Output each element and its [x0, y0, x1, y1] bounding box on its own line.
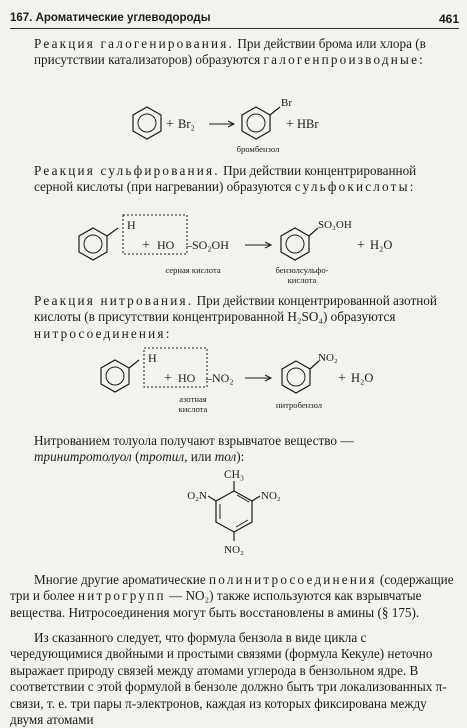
trinitrotoluene-name: тринитротолуол: [34, 449, 132, 465]
plus-sign: +: [142, 238, 150, 253]
halogenation-paragraph: Реакция галогенирования. При действии бр…: [34, 36, 426, 68]
bromine-reagent: Br₂: [178, 117, 195, 131]
plus-sign: +: [338, 371, 346, 386]
plus-sign: +: [286, 117, 294, 132]
benzene-ring: [132, 106, 162, 140]
water-product: H₂O: [370, 238, 392, 252]
tnt-paragraph: Нитрованием толуола получают взрывчатое …: [34, 433, 354, 465]
aromatic-circle: [246, 113, 266, 133]
sulfonic-rest: –SO₂OH: [185, 238, 229, 252]
hydroxyl-group: HO: [178, 371, 196, 385]
bottom-nitro-group: NO₂: [224, 544, 244, 556]
hydroxyl-group: HO: [157, 238, 175, 252]
page-number: 461: [438, 12, 459, 26]
trotyl-name: тротил: [139, 449, 185, 465]
double-bond: [236, 494, 250, 503]
right-nitro-group: NO₂: [261, 490, 281, 502]
bond-line: [269, 106, 281, 116]
arrow-head: [227, 120, 236, 128]
bond-line: [309, 360, 320, 370]
benzenesulfonic-acid-label: бензолсульфо- кислота: [275, 265, 329, 285]
tol-name: тол: [214, 449, 237, 465]
nitro-substituent: NO₂: [318, 352, 338, 364]
running-header: 167. Ароматические углеводороды 461: [10, 12, 459, 29]
halogenation-term: галогенпроизводные: [263, 52, 420, 68]
aromatic-circle: [83, 234, 103, 254]
arrow-head: [264, 374, 273, 382]
water-product: H₂O: [351, 371, 373, 385]
aromatic-circle: [285, 234, 305, 254]
sulfonation-title: Реакция сульфирования.: [34, 163, 220, 178]
nitrogroups-term: нитрогрупп: [77, 588, 166, 604]
conclusion-paragraph: Из сказанного следует, что формула бензо…: [10, 630, 447, 728]
benzene-ring: [215, 490, 253, 533]
bond-line: [251, 495, 261, 502]
nitro-rest: –NO₂: [205, 371, 234, 385]
hbr-byproduct: HBr: [297, 117, 319, 131]
bond-line: [308, 227, 319, 237]
double-bond: [235, 519, 249, 528]
nitration-paragraph: Реакция нитрования. При действии концент…: [34, 293, 437, 341]
leaving-group-box: [122, 214, 188, 255]
bond-line: [106, 227, 119, 237]
arrow-head: [264, 241, 273, 249]
nitration-title: Реакция нитрования.: [34, 293, 194, 308]
hydrogen-atom: H: [127, 218, 136, 232]
leaving-group-box: [143, 347, 208, 388]
bromobenzene-label: бромбензол: [236, 144, 280, 154]
section-title: 167. Ароматические углеводороды: [10, 12, 211, 24]
sulfuric-acid-label: серная кислота: [165, 265, 221, 275]
plus-sign: +: [164, 371, 172, 386]
bond-line: [128, 359, 140, 369]
nitration-term: нитросоединения: [34, 325, 166, 341]
bond-line: [207, 495, 217, 502]
hydrogen-atom: H: [148, 351, 157, 365]
left-nitro-group: O₂N: [187, 490, 207, 502]
bromine-substituent: Br: [281, 97, 292, 109]
nitrobenzene-label: нитробензол: [275, 400, 323, 410]
aromatic-circle: [137, 113, 157, 133]
halogenation-title: Реакция галогенирования.: [34, 36, 235, 51]
polynitro-term: полинитросоединения: [209, 572, 377, 587]
plus-sign: +: [357, 238, 365, 253]
nitric-acid-label: азотная кислота: [178, 394, 208, 414]
polynitro-paragraph: Многие другие ароматические полинитросое…: [10, 572, 454, 620]
sulfonation-term: сульфокислоты: [294, 179, 410, 195]
sulfo-substituent: SO₂OH: [318, 219, 352, 231]
plus-sign: +: [166, 117, 174, 132]
aromatic-circle: [105, 366, 125, 386]
aromatic-circle: [286, 367, 306, 387]
methyl-group: CH₃: [224, 469, 244, 481]
sulfonation-paragraph: Реакция сульфирования. При действии конц…: [34, 163, 417, 195]
